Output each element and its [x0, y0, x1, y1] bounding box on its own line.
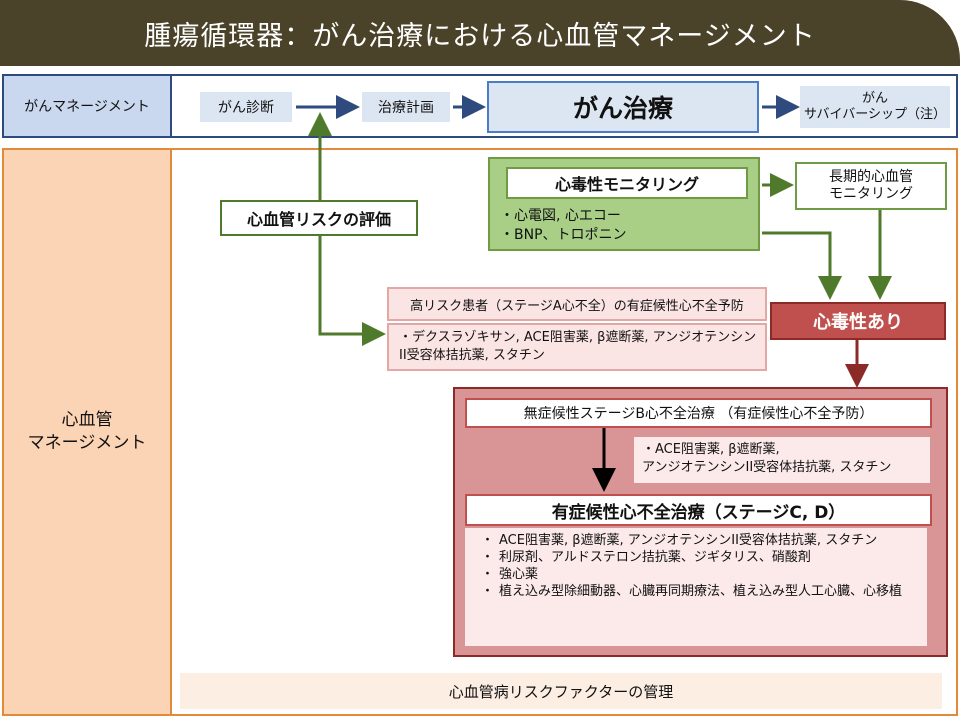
risk-factor-management-box: 心血管病リスクファクターの管理 — [180, 673, 942, 709]
list-item: 利尿剤、アルドステロン拮抗薬、ジギタリス、硝酸剤 — [481, 549, 919, 566]
long-term-monitoring-box: 長期的心血管 モニタリング — [795, 162, 947, 210]
cv-management-label: 心血管 マネージメント — [2, 148, 172, 716]
stage-b-drugs: ・ACE阻害薬, β遮断薬, アンジオテンシンII受容体拮抗薬, スタチン — [634, 437, 930, 483]
survivorship-box: がん サバイバーシップ（注） — [800, 86, 950, 128]
cardiotoxicity-box: 心毒性あり — [770, 302, 946, 340]
cancer-management-label: がんマネージメント — [2, 74, 172, 138]
risk-evaluation-box: 心血管リスクの評価 — [220, 200, 418, 236]
monitoring-item: ・BNP、トロポニン — [500, 227, 627, 243]
step-cancer-diagnosis: がん診断 — [200, 92, 292, 122]
list-item: 強心薬 — [481, 566, 919, 583]
high-risk-prevention-body: ・デクスラゾキサン, ACE阻害薬, β遮断薬, アンジオテンシンII受容体拮抗… — [387, 323, 767, 371]
cancer-treatment-box: がん治療 — [487, 81, 759, 133]
title-bar — [0, 0, 960, 66]
stage-cd-title: 有症候性心不全治療（ステージC, D） — [465, 494, 932, 526]
list-item: ACE阻害薬, β遮断薬, アンジオテンシンII受容体拮抗薬, スタチン — [481, 532, 919, 549]
step-treatment-plan: 治療計画 — [362, 92, 450, 122]
monitoring-title: 心毒性モニタリング — [506, 167, 748, 199]
stage-b-title: 無症候性ステージB心不全治療 （有症候性心不全予防） — [465, 398, 932, 428]
stage-cd-body: ACE阻害薬, β遮断薬, アンジオテンシンII受容体拮抗薬, スタチン 利尿剤… — [465, 528, 927, 646]
monitoring-list: ・心電図, 心エコー ・BNP、トロポニン — [500, 207, 750, 245]
monitoring-item: ・心電図, 心エコー — [500, 208, 621, 224]
list-item: 植え込み型除細動器、心臓再同期療法、植え込み型人工心臓、心移植 — [481, 583, 919, 600]
high-risk-prevention-title: 高リスク患者（ステージA心不全）の有症候性心不全予防 — [387, 287, 767, 321]
page-title: 腫瘍循環器：がん治療における心血管マネージメント — [144, 20, 816, 52]
